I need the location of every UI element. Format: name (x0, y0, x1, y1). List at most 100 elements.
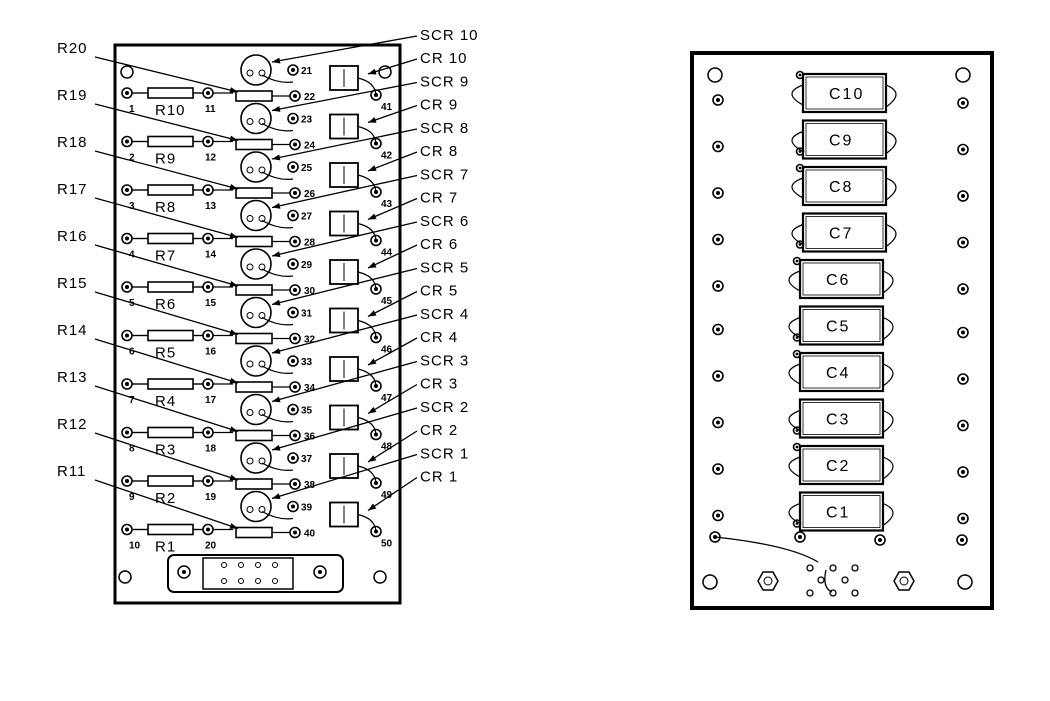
scr-lead (258, 215, 266, 222)
terminal-ring (287, 112, 299, 125)
terminal-center (716, 467, 720, 471)
terminal-ring (287, 161, 299, 173)
resistor-callout-label: R19 (57, 87, 88, 104)
resistor-callout-arrow (94, 197, 239, 239)
capacitor-lead (788, 270, 801, 292)
capacitor-body (798, 398, 885, 439)
terminal-center (713, 535, 717, 539)
scr-body (240, 54, 272, 86)
pin-number: 14 (205, 250, 217, 261)
terminal-ring (957, 190, 969, 202)
scr-callout-label: SCR 2 (420, 399, 469, 416)
terminal-ring (792, 426, 802, 435)
scr-callout-arrow (271, 407, 418, 451)
pin-number: 16 (205, 347, 217, 358)
capacitor-inner-outline (802, 355, 881, 389)
cr-callout-arrow (367, 476, 418, 512)
scr-lead (258, 69, 266, 77)
cr-callout-label: CR 5 (420, 283, 458, 300)
terminal-ring (795, 240, 805, 249)
scr-callout-label: SCR 5 (420, 260, 469, 277)
scr-lead (246, 506, 254, 513)
terminal-ring (874, 534, 886, 546)
capacitor-inner-outline (802, 448, 881, 482)
scr-callout-arrow-head (272, 348, 281, 354)
terminal-center (125, 382, 129, 386)
scr-lead (258, 263, 266, 271)
cr-lead-wire (357, 465, 377, 484)
resistor-label: R5 (155, 345, 176, 362)
capacitor-lead (885, 223, 897, 247)
terminal-center (293, 482, 297, 486)
resistor-callout-arrow-head (229, 474, 238, 481)
terminal-ring (370, 477, 382, 489)
terminal-center (291, 213, 295, 218)
component-row: R7414272844R17SCR 7CR 7 (57, 167, 468, 265)
terminal-ring (289, 526, 301, 539)
terminal-center (206, 236, 210, 241)
terminal-center (293, 288, 297, 292)
terminal-center (374, 432, 378, 437)
mounting-hole (955, 67, 971, 83)
pin-number: 26 (304, 189, 316, 200)
cr-callout-arrow (367, 290, 418, 318)
terminal-ring (957, 326, 969, 339)
terminal-center (206, 188, 210, 192)
capacitor-body (798, 305, 885, 346)
capacitor-body (801, 165, 888, 207)
scr-lead (246, 312, 254, 319)
scr-callout-arrow (271, 35, 418, 63)
pin-number: 19 (205, 492, 217, 503)
resistor-callout-label: R13 (57, 369, 88, 386)
capacitor-row: C2 (712, 442, 969, 486)
resistor-callout-arrow-head (229, 426, 238, 432)
terminal-ring (957, 466, 969, 478)
component-row: R6515293045R16SCR 6CR 6 (57, 213, 468, 313)
terminal-center (291, 504, 295, 509)
terminal-center (125, 479, 129, 483)
terminal-ring (709, 531, 721, 543)
scr-lead (246, 69, 254, 77)
resistor-body (235, 381, 273, 393)
terminal-center (291, 456, 295, 460)
capacitor-row: C10 (712, 70, 969, 114)
pin-number: 35 (301, 406, 313, 417)
cr-callout-arrow-head (368, 406, 377, 414)
terminal-ring (795, 163, 805, 173)
terminal-center (291, 68, 295, 72)
capacitor-row: C1 (712, 491, 969, 532)
terminal-ring (370, 137, 382, 150)
terminal-ring (289, 284, 301, 296)
scr-callout-label: SCR 8 (420, 120, 469, 137)
resistor-label: R8 (155, 199, 176, 216)
terminal-center (291, 359, 295, 363)
capacitor-lead (791, 177, 804, 199)
terminal-center (293, 530, 297, 535)
resistor-callout-arrow-head (229, 523, 238, 529)
scr-callout-arrow (271, 267, 418, 306)
scr-callout-arrow (271, 81, 418, 112)
scr-callout-arrow (271, 221, 418, 257)
cr-callout-arrow-head (368, 117, 377, 123)
cr-lead-wire (357, 174, 377, 193)
terminal-center (293, 191, 297, 195)
terminal-center (206, 527, 210, 532)
terminal-center (961, 287, 965, 291)
terminal-center (716, 327, 720, 332)
scr-lead-wire (261, 74, 294, 83)
terminal-ring (957, 143, 969, 156)
terminal-ring (370, 234, 382, 247)
cr-callout-label: CR 4 (420, 329, 458, 346)
scr-callout-arrow-head (272, 251, 281, 258)
scr-callout-label: SCR 1 (420, 446, 469, 463)
terminal-ring (712, 370, 724, 382)
scr-callout-label: SCR 10 (420, 27, 479, 44)
terminal-center (795, 352, 799, 356)
cr-callout-arrow (367, 430, 418, 463)
terminal-center (374, 481, 378, 485)
cr-callout-label: CR 7 (420, 190, 458, 207)
terminal-ring (370, 283, 382, 295)
